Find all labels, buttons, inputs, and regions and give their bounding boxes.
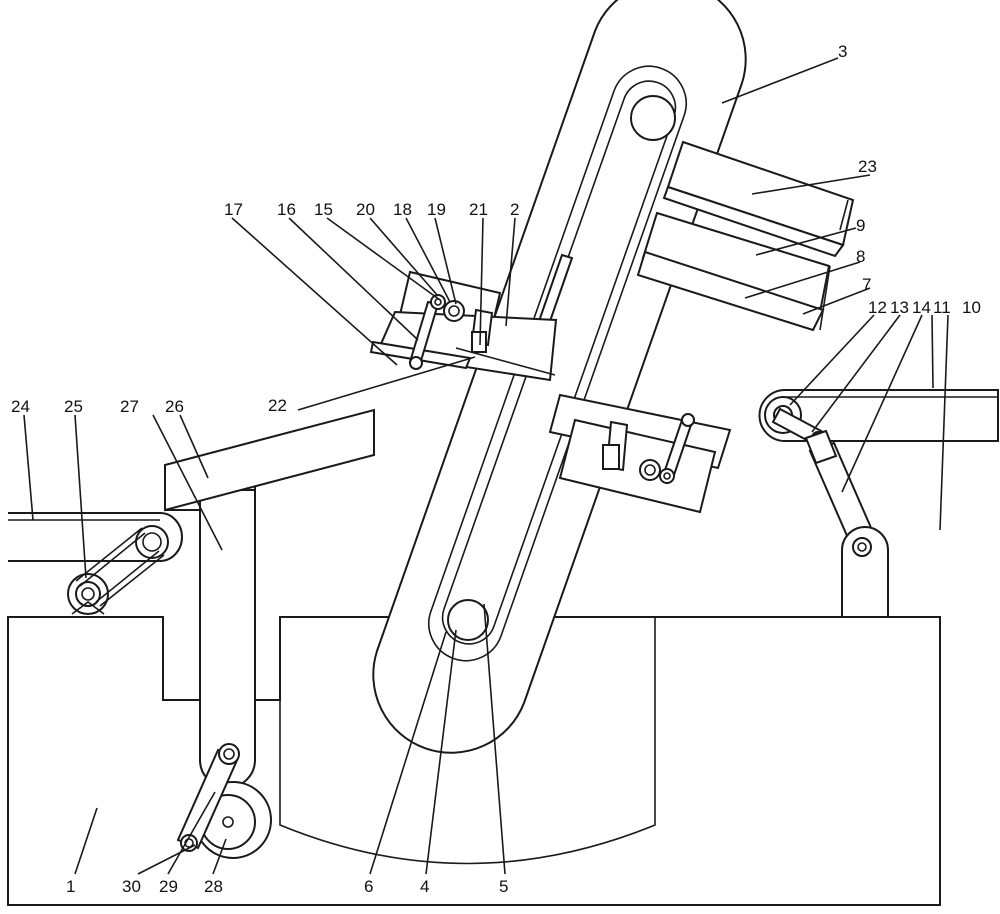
label-26: 26 [165,397,184,416]
crank-mechanism [176,743,272,859]
label-9: 9 [856,216,865,235]
label-21: 21 [469,200,488,219]
label-16: 16 [277,200,296,219]
label-8: 8 [856,247,865,266]
left-conveyor [8,512,183,615]
upper-carriage [369,270,558,382]
label-28: 28 [204,877,223,896]
cylinder-bank [636,140,855,332]
leader-lines [23,57,949,875]
right-conveyor [758,389,999,618]
inclined-arm [372,0,747,754]
label-13: 13 [890,298,909,317]
label-6: 6 [364,877,373,896]
label-11: 11 [933,298,951,317]
label-10: 10 [962,298,981,317]
reference-numerals: 1 2 3 4 5 6 7 8 9 10 11 12 13 14 15 16 1… [11,42,981,896]
label-25: 25 [64,397,83,416]
label-2: 2 [510,200,519,219]
label-12: 12 [868,298,887,317]
lower-carriage [548,393,732,514]
label-22: 22 [268,396,287,415]
label-20: 20 [356,200,375,219]
label-3: 3 [838,42,847,61]
label-15: 15 [314,200,333,219]
label-18: 18 [393,200,412,219]
label-30: 30 [122,877,141,896]
label-1: 1 [66,877,75,896]
label-14: 14 [912,298,931,317]
label-29: 29 [159,877,178,896]
label-7: 7 [862,275,871,294]
label-27: 27 [120,397,139,416]
label-24: 24 [11,397,30,416]
label-19: 19 [427,200,446,219]
label-5: 5 [499,877,508,896]
label-4: 4 [420,877,429,896]
label-23: 23 [858,157,877,176]
label-17: 17 [224,200,243,219]
